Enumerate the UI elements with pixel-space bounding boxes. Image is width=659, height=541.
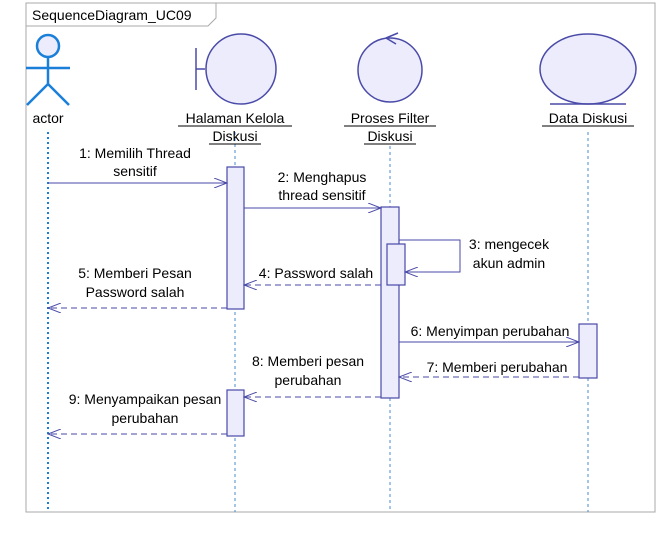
lifeline-label-line: Diskusi bbox=[212, 128, 257, 144]
activation-proses-nested bbox=[386, 243, 406, 286]
message-7-label: 7: Memberi perubahan bbox=[427, 359, 568, 375]
message-2-label: 2: Menghapus thread sensitif bbox=[278, 169, 367, 203]
lifeline-label-line: Data Diskusi bbox=[549, 110, 628, 126]
lifeline-label-proses: Proses Filter Diskusi bbox=[344, 110, 436, 145]
message-1-label: 1: Memilih Thread sensitif bbox=[79, 145, 191, 179]
lifeline-label-line: Diskusi bbox=[367, 128, 412, 144]
actor-icon bbox=[26, 33, 70, 106]
frame-title: SequenceDiagram_UC09 bbox=[32, 7, 192, 23]
activation-proses bbox=[380, 206, 400, 399]
message-label-line: akun admin bbox=[473, 255, 545, 271]
diagram-frame: SequenceDiagram_UC09 bbox=[25, 2, 656, 513]
message-label-line: 5: Memberi Pesan bbox=[78, 265, 192, 281]
message-4-label: 4: Password salah bbox=[259, 265, 373, 281]
control-icon bbox=[357, 32, 423, 103]
message-3-label: 3: mengecek akun admin bbox=[469, 236, 550, 271]
message-label-line: perubahan bbox=[112, 410, 179, 426]
lifeline-label-actor: actor bbox=[32, 110, 63, 126]
entity-icon bbox=[539, 33, 637, 105]
message-label-line: perubahan bbox=[275, 372, 342, 388]
activation-halaman-1 bbox=[226, 166, 245, 310]
message-8-label: 8: Memberi pesan perubahan bbox=[252, 353, 364, 388]
lifeline-label-line: Proses Filter bbox=[351, 110, 430, 126]
message-5-label: 5: Memberi Pesan Password salah bbox=[78, 265, 192, 300]
message-label-line: 1: Memilih Thread bbox=[79, 145, 191, 161]
activation-halaman-2 bbox=[226, 389, 245, 437]
boundary-icon bbox=[195, 33, 277, 105]
message-label-line: 3: mengecek bbox=[469, 236, 550, 252]
message-label-line: sensitif bbox=[113, 163, 157, 179]
lifeline-label-data: Data Diskusi bbox=[542, 110, 634, 127]
message-label-line: 4: Password salah bbox=[259, 265, 373, 281]
message-9-label: 9: Menyampaikan pesan perubahan bbox=[69, 391, 222, 426]
message-label-line: 7: Memberi perubahan bbox=[427, 359, 568, 375]
message-label-line: 2: Menghapus bbox=[278, 169, 367, 185]
message-3-arrow bbox=[399, 239, 461, 272]
message-label-line: 6: Menyimpan perubahan bbox=[411, 323, 570, 339]
message-6-label: 6: Menyimpan perubahan bbox=[411, 323, 570, 339]
lifeline-label-halaman: Halaman Kelola Diskusi bbox=[178, 110, 292, 145]
message-label-line: 8: Memberi pesan bbox=[252, 353, 364, 369]
message-label-line: Password salah bbox=[86, 284, 185, 300]
lifeline-label-line: Halaman Kelola bbox=[186, 110, 285, 126]
message-label-line: thread sensitif bbox=[278, 187, 365, 203]
message-label-line: 9: Menyampaikan pesan bbox=[69, 391, 222, 407]
activation-data bbox=[578, 323, 598, 379]
